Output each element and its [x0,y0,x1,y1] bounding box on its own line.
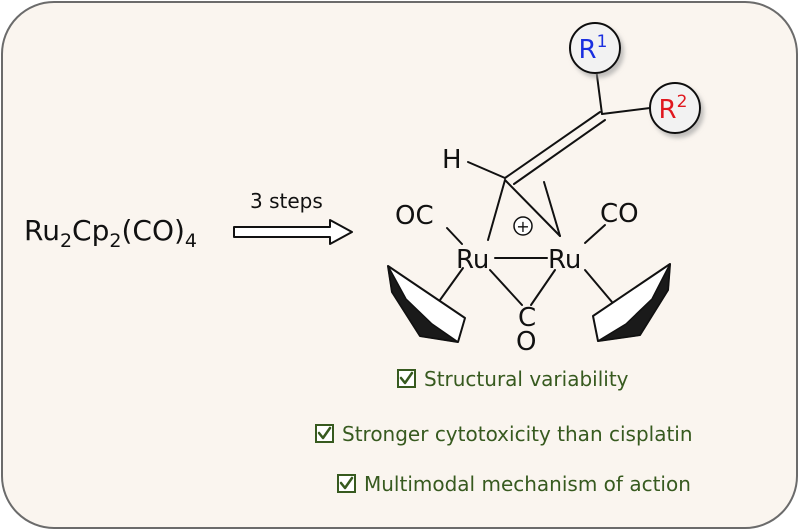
feature-text: Multimodal mechanism of action [364,472,691,496]
bond-ru-cp-left [439,267,464,301]
bridge-o-label: O [516,327,536,357]
bond-ru-stub [543,181,561,237]
checkbox-icon [337,474,356,493]
r1-base: R [579,35,597,65]
bridge-c-label: C [518,303,536,333]
bond-h-c [467,161,506,179]
bond-c-ru-left [487,179,506,241]
co-right-label: CO [600,199,639,229]
checkbox-icon [315,424,334,443]
r1-circle [569,22,621,74]
bond-c-c-double-a [504,111,601,179]
r1-label: R1 [579,32,608,65]
feature-item: Stronger cytotoxicity than cisplatin [315,422,693,446]
reactant-sub-3: 4 [185,230,197,252]
bond-oc-ru-left [446,227,463,245]
feature-item: Structural variability [397,367,629,391]
cp-ring-right [592,263,671,342]
bond-c-c-double-b [513,119,606,185]
reactant-co: (CO) [121,214,184,247]
feature-text: Structural variability [424,367,629,391]
checkbox-icon [397,369,416,388]
bond-ru-cp-right [584,269,613,303]
reactant-ru: Ru [24,214,60,247]
bond-c-r2 [601,107,651,115]
ru-left-label: Ru [456,245,489,275]
arrow-label: 3 steps [250,189,323,213]
ru-right-label: Ru [548,245,581,275]
reactant-cp: Cp [72,214,109,247]
reactant-formula: Ru2Cp2(CO)4 [24,214,197,252]
charge-sign: + [516,217,529,236]
reactant-sub-1: 2 [60,230,72,252]
feature-item: Multimodal mechanism of action [337,472,691,496]
feature-text: Stronger cytotoxicity than cisplatin [342,422,693,446]
r2-base: R [659,95,677,125]
reaction-arrow [233,219,353,245]
bond-ru-right-bridge [530,269,556,306]
bond-ru-co-right [584,224,606,244]
r2-label: R2 [659,92,688,125]
h-label: H [442,145,462,175]
feature-list: Structural variability Stronger cytotoxi… [315,367,693,496]
cp-ring-left [387,265,466,343]
r2-circle [649,82,701,134]
bond-c-ru-right [504,179,561,237]
reactant-sub-2: 2 [109,230,121,252]
charge-circle [513,216,533,236]
bond-ru-left-bridge [489,269,523,306]
bond-c-r1 [595,67,603,115]
atom-labels: H OC CO Ru Ru C O [395,145,639,357]
product-structure [439,67,651,306]
r2-superscript: 2 [677,92,688,112]
r1-superscript: 1 [597,32,608,52]
oc-left-label: OC [395,201,434,231]
